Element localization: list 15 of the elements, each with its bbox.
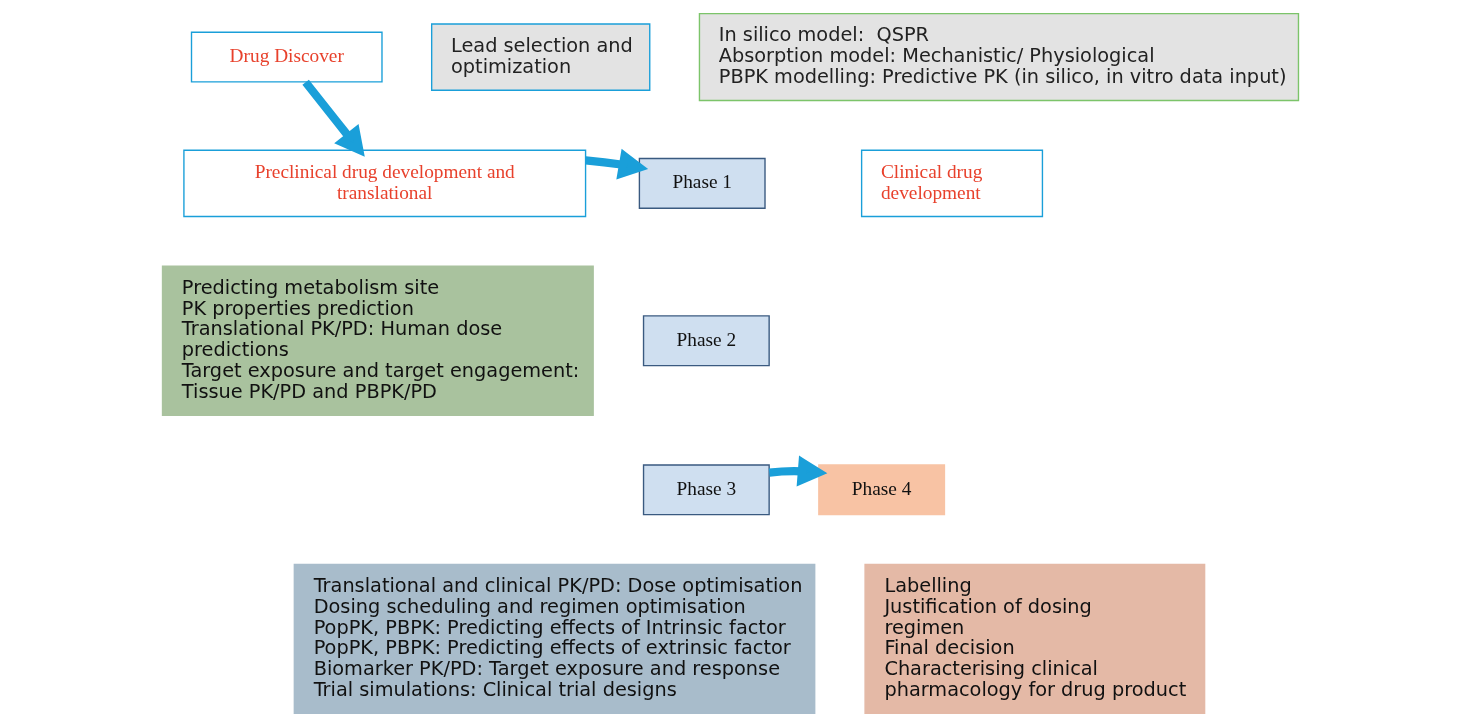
node-box: Phase 1 [638,157,766,209]
arrow [301,79,365,157]
node-box: Lead selection and optimization [430,23,650,91]
node-box: Phase 2 [642,315,770,367]
node-box: Phase 3 [642,464,770,516]
node-box: Predicting metabolism site PK properties prediction Translational PK/PD: Human dose predictions Target exposure and target engagement: Tissue PK/PD and PBPK/PD [161,265,594,416]
node-box: Drug Discover [190,31,383,83]
arrow [584,148,648,180]
node-box: Phase 4 [817,464,945,516]
node-box: Preclinical drug development and translational [182,149,586,218]
node-box: Clinical drug development [860,149,1043,218]
node-box: In silico model: QSPR Absorption model: Mechanistic/ Physiological PBPK modelling: Predictive PK (in silico, in vitro data input) [698,12,1299,102]
node-box: Translational and clinical PK/PD: Dose optimisation Dosing scheduling and regimen optimisation PopPK, PBPK: Predicting effects of Intrinsic factor PopPK, PBPK: Predicting effects of extrinsic factor Biomarker PK/PD: Target exposure and response Trial simulations: Clinical trial designs [293,563,815,715]
node-box: Labelling Justification of dosing regimen Final decision Characterising clinical pharmacology for drug product [863,563,1205,715]
arrow [768,455,827,487]
